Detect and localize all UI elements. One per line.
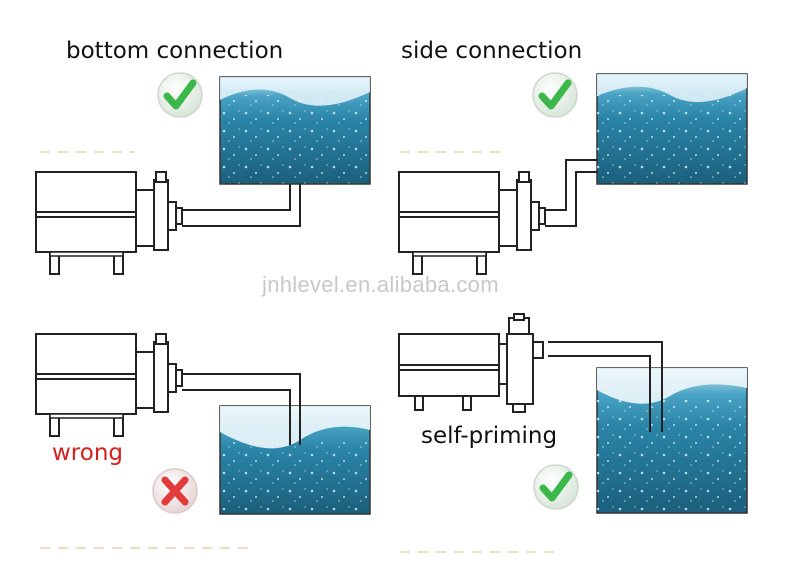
caption-self-priming: self-priming [421,423,558,449]
pump-motor [398,333,500,411]
self-priming-head [498,313,544,413]
caption-side-connection: side connection [401,38,583,64]
check-circle-icon [532,72,578,118]
panel-self-priming [398,313,748,514]
caption-wrong: wrong [52,440,124,466]
pump-motor [35,171,137,275]
caption-bottom-connection: bottom connection [66,38,284,64]
pump-head [498,171,546,251]
pipe [545,159,597,227]
cross-circle-icon [152,468,198,514]
pipe [548,341,663,432]
watermark-text: jnhlevel.en.alibaba.com [262,272,499,297]
pipe [182,373,301,445]
check-circle-icon [533,464,579,510]
pump-head [135,333,183,413]
pump-head [135,171,183,251]
panel-bottom-connection [35,76,371,275]
pump-motor [35,333,137,437]
pipe [182,184,301,227]
pump-motor [398,171,500,275]
panel-side-connection [398,73,748,275]
check-circle-icon [157,72,203,118]
panel-wrong [35,333,371,515]
